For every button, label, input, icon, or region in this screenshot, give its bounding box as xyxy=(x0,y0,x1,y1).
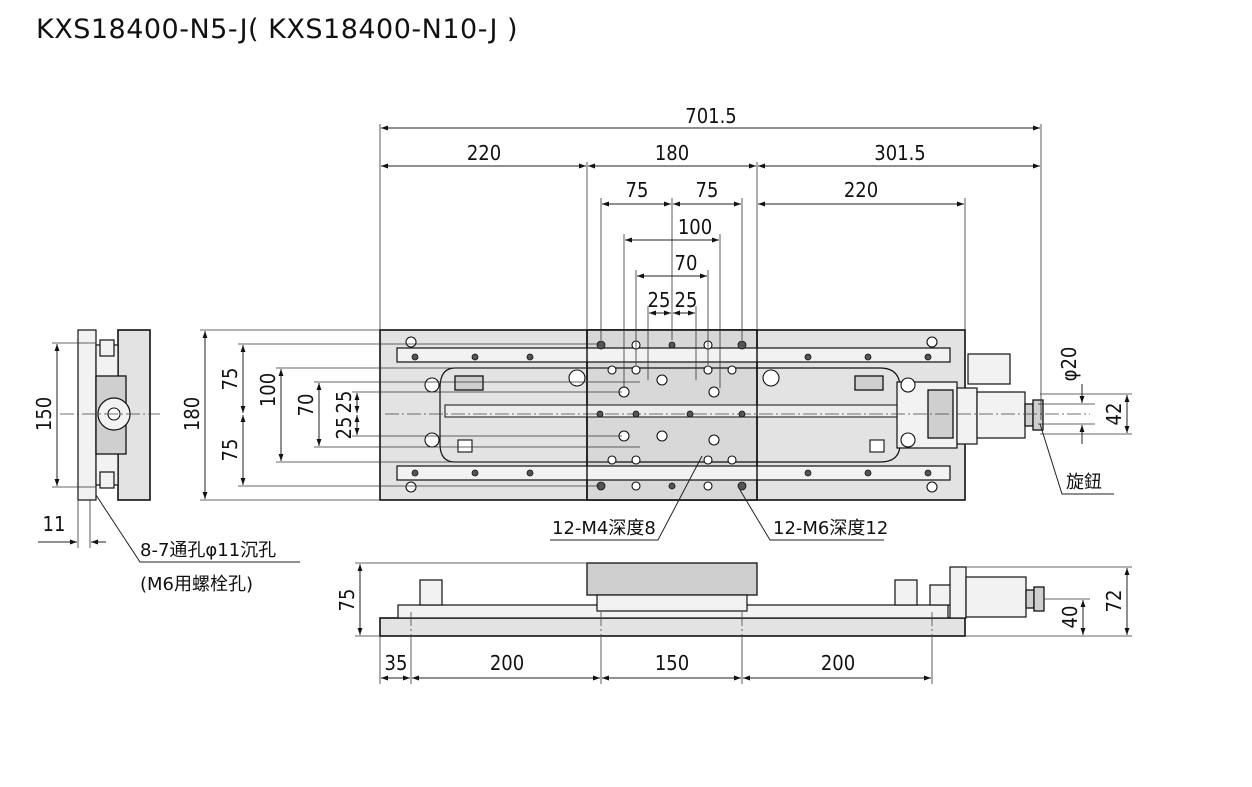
side-motor-flange xyxy=(949,566,967,619)
dim-span-25-right: 25 xyxy=(675,288,698,312)
side-end-block-left xyxy=(419,579,443,606)
dim-height-75-top: 75 xyxy=(218,368,242,391)
dim-end-width-11: 11 xyxy=(43,512,66,536)
knob xyxy=(1032,399,1044,431)
dim-height-70: 70 xyxy=(294,394,318,417)
table-tapped-holes xyxy=(596,340,747,491)
dim-height-100: 100 xyxy=(256,373,280,407)
dim-seg-middle: 180 xyxy=(655,141,689,165)
side-view: 75 40 72 35 200 150 200 xyxy=(335,562,1132,684)
knob-shaft xyxy=(1024,403,1034,427)
dim-side-150: 150 xyxy=(655,651,689,675)
dim-overall-width: 701.5 xyxy=(685,104,737,128)
dim-span-25-left: 25 xyxy=(648,288,671,312)
dim-height-25-top: 25 xyxy=(332,391,356,414)
dim-side-height-75: 75 xyxy=(335,589,359,612)
dim-span-100: 100 xyxy=(678,215,712,239)
dim-height-180: 180 xyxy=(180,397,204,431)
dim-height-25-bottom: 25 xyxy=(332,417,356,440)
dim-height-75-bottom: 75 xyxy=(218,439,242,462)
top-horizontal-dimensions: 701.5 220 180 301.5 75 75 220 100 70 25 … xyxy=(381,104,1040,316)
motor-connector xyxy=(967,353,1011,385)
ball-screw-cover xyxy=(439,367,901,463)
dim-side-200-right: 200 xyxy=(821,651,855,675)
limit-switch-right xyxy=(854,375,884,391)
side-end-block-right xyxy=(894,579,918,606)
side-table xyxy=(586,562,758,596)
dim-span-70: 70 xyxy=(675,251,698,275)
dim-side-height-72: 72 xyxy=(1102,590,1126,613)
guide-rail-bottom xyxy=(396,465,951,481)
dim-pitch-left: 75 xyxy=(626,178,649,202)
drawing-title: KXS18400-N5-J( KXS18400-N10-J ) xyxy=(36,14,519,45)
dim-side-200-left: 200 xyxy=(490,651,524,675)
dim-right-220: 220 xyxy=(844,178,878,202)
end-view: 150 11 8-7通孔φ11沉孔 (M6用螺栓孔) xyxy=(32,329,300,595)
stepping-motor xyxy=(976,391,1026,439)
hole-note-line1: 8-7通孔φ11沉孔 xyxy=(140,540,276,561)
top-extension-lines xyxy=(379,124,1042,420)
dim-knob-dia: φ20 xyxy=(1057,347,1081,382)
callout-m6: 12-M6深度12 xyxy=(773,518,888,539)
dim-knob-offset: 42 xyxy=(1102,403,1126,426)
dim-pitch-right: 75 xyxy=(696,178,719,202)
limit-switch-left xyxy=(454,375,484,391)
top-vertical-dimensions: 180 75 75 100 70 25 25 xyxy=(180,329,640,501)
dim-seg-left: 220 xyxy=(467,141,501,165)
dim-end-height-150: 150 xyxy=(32,397,56,431)
dim-side-height-40: 40 xyxy=(1058,606,1082,629)
end-base-plate xyxy=(77,329,97,501)
hole-note-line2: (M6用螺栓孔) xyxy=(140,574,253,595)
top-view xyxy=(379,329,1090,501)
side-carriage xyxy=(596,594,748,612)
knob-dimensions: φ20 42 旋鈕 xyxy=(1038,347,1132,495)
callout-m4: 12-M4深度8 xyxy=(552,518,656,539)
knob-label: 旋鈕 xyxy=(1066,472,1102,493)
side-knob xyxy=(1033,586,1045,612)
sensor-block-right xyxy=(869,439,885,453)
dim-side-35: 35 xyxy=(385,651,408,675)
motor-flange xyxy=(956,387,978,445)
dim-seg-right: 301.5 xyxy=(874,141,926,165)
tapped-hole-callouts: 12-M4深度8 12-M6深度12 xyxy=(550,455,888,541)
sensor-block-left xyxy=(457,439,473,453)
side-motor xyxy=(965,576,1027,618)
side-base xyxy=(379,617,966,637)
